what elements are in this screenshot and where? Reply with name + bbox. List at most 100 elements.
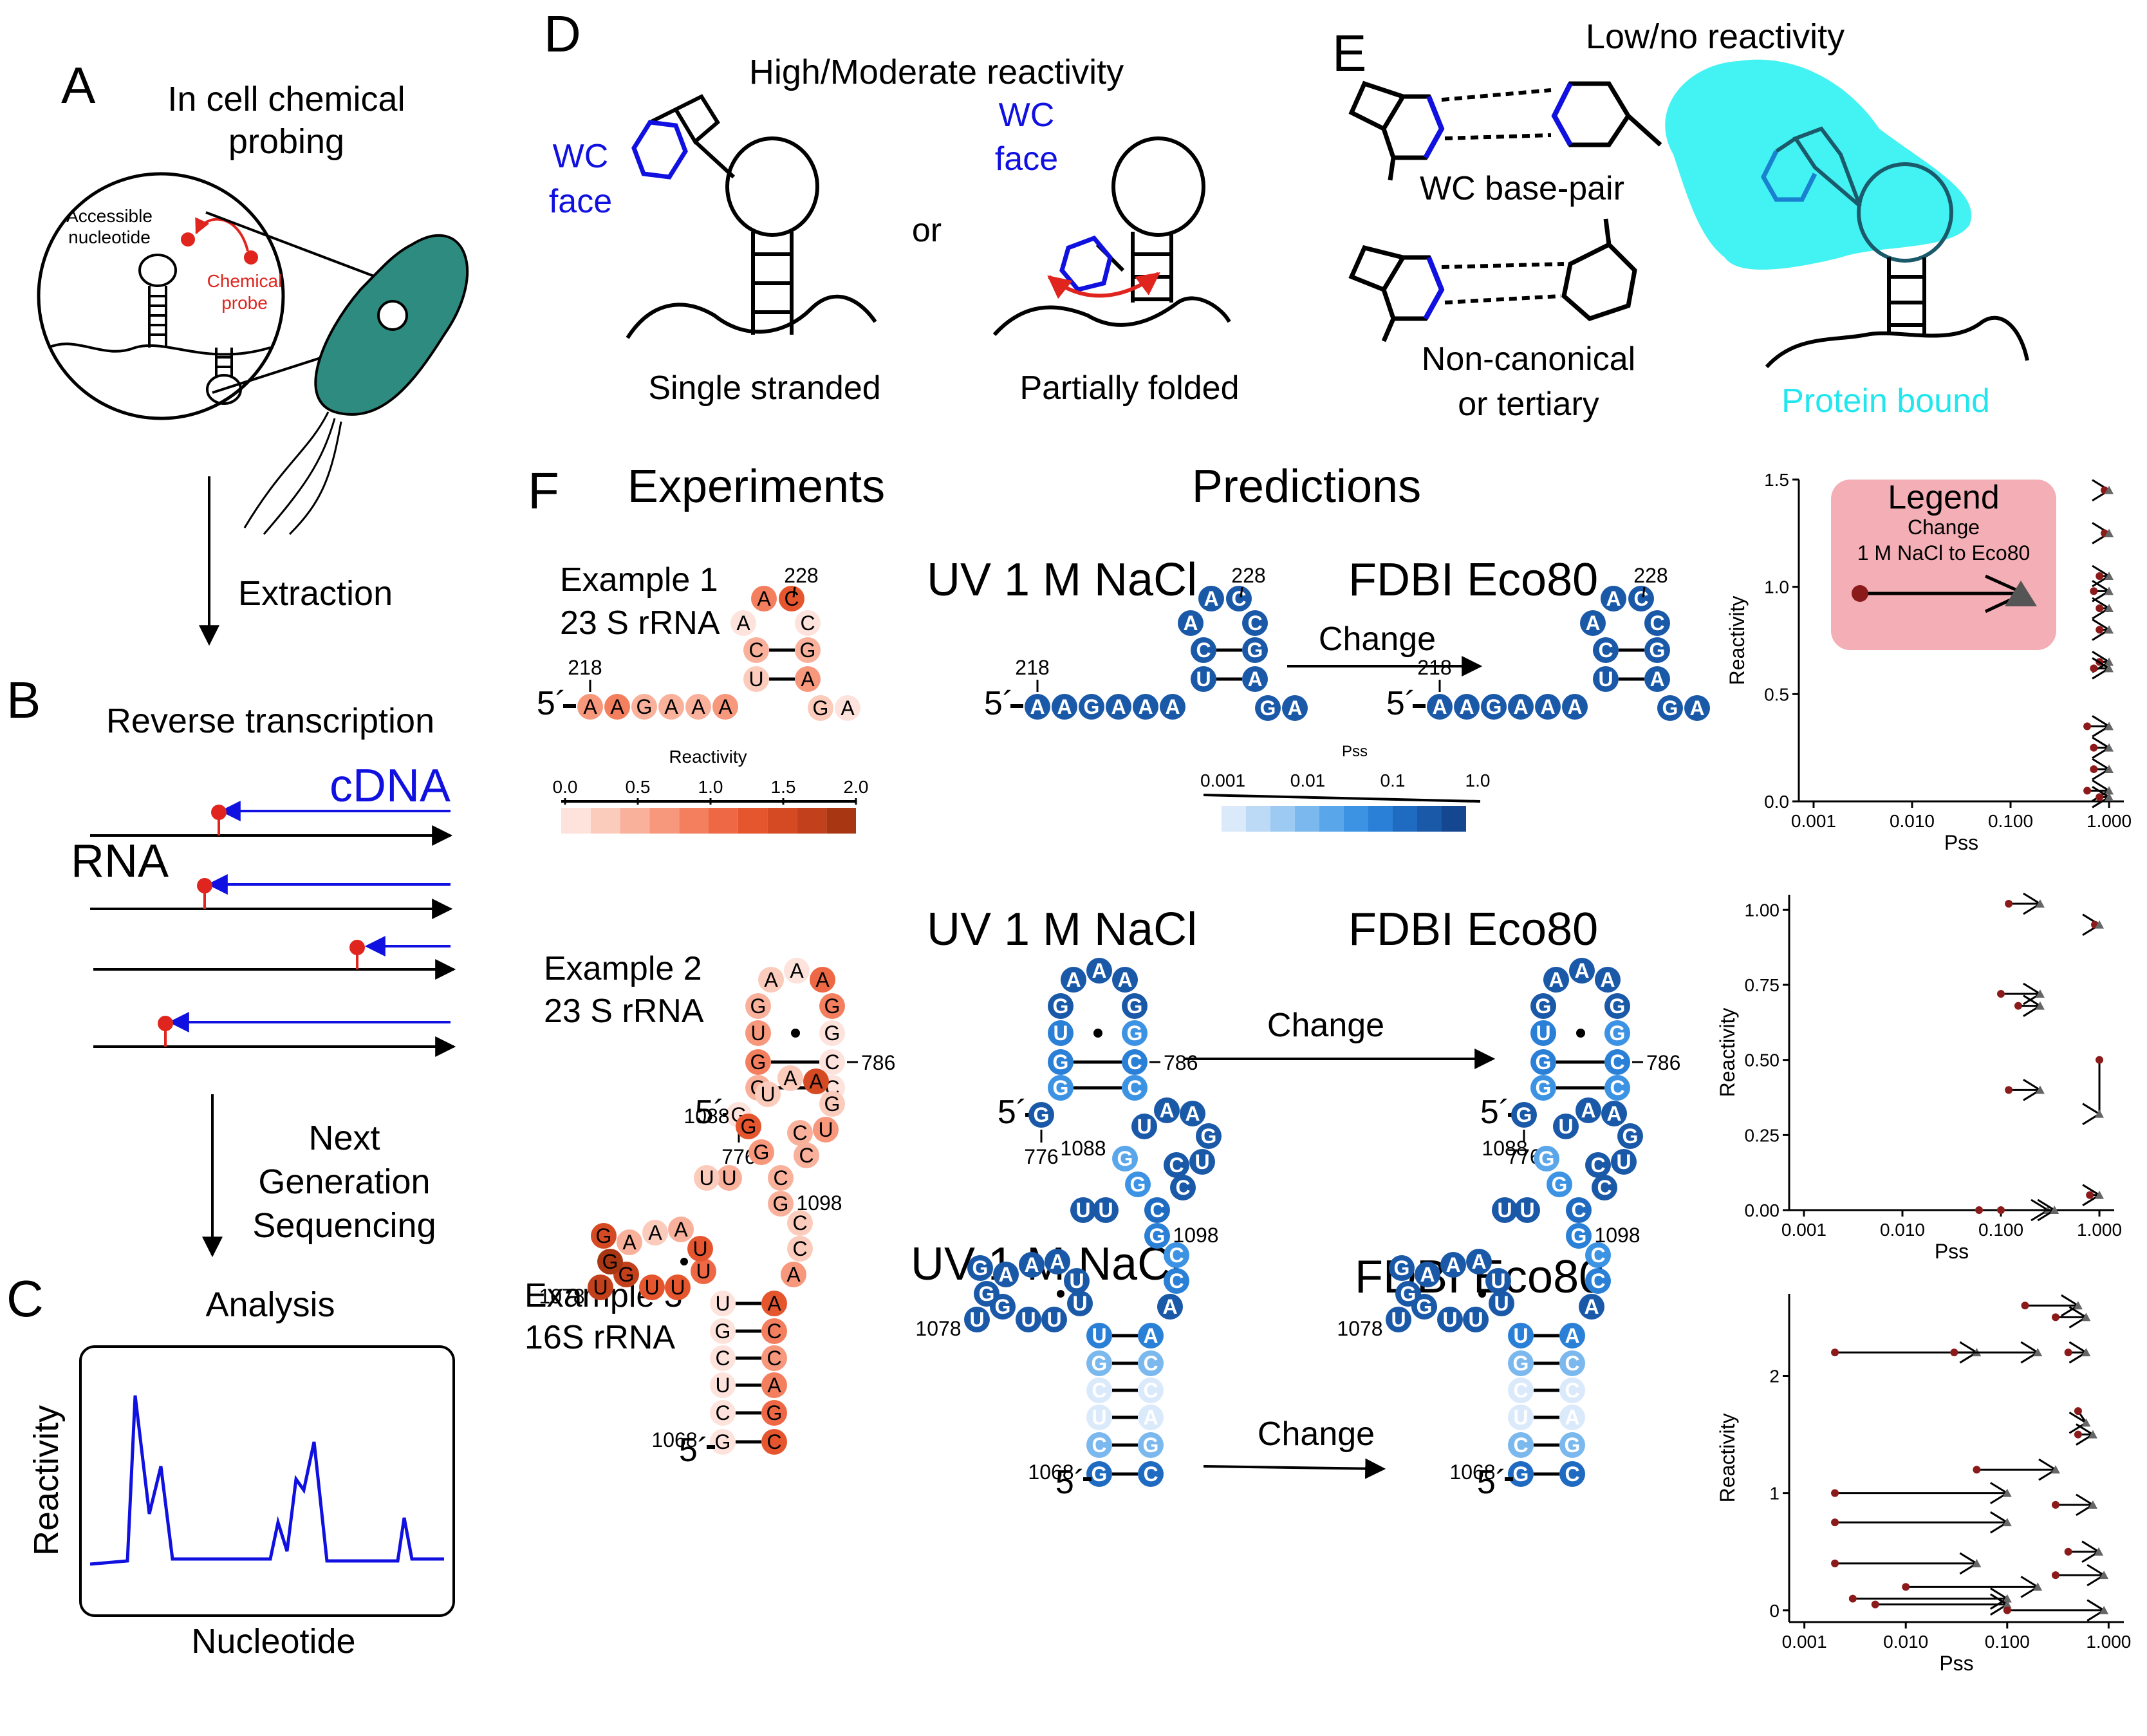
ex3-stem-left: C bbox=[1513, 1433, 1528, 1457]
ex1-hairpin-nucleotide: G bbox=[1650, 639, 1666, 662]
ex3-loop: A bbox=[1606, 1102, 1621, 1125]
data-point-end bbox=[2035, 1001, 2045, 1010]
reactivity-color-cell bbox=[620, 808, 650, 834]
ex3-left-arm: G bbox=[972, 1256, 989, 1280]
ex1-hairpin-nucleotide-circle bbox=[779, 586, 804, 611]
ex2-nucleotide-circle bbox=[745, 1049, 771, 1075]
ex3-stem-left-circle bbox=[1508, 1350, 1534, 1376]
ex3-stem-right: C bbox=[1143, 1352, 1158, 1375]
ex3-stem-right: A bbox=[1143, 1406, 1158, 1429]
ex3-stem-left: C bbox=[1513, 1379, 1528, 1402]
x-tick-label: 0.100 bbox=[1978, 1220, 2023, 1240]
ex3-right-arm-circle bbox=[787, 1210, 813, 1236]
wc-face-1-a: WC bbox=[553, 138, 609, 175]
ex2-nucleotide-circle bbox=[1530, 993, 1556, 1019]
example-3-change-arrow bbox=[1203, 1458, 1386, 1479]
ex1-tail-nucleotide: G bbox=[637, 695, 653, 718]
ex2-nucleotide: G bbox=[1034, 1103, 1050, 1126]
ex1-hairpin-nucleotide-circle bbox=[1593, 666, 1619, 692]
ex3-left-arm-circle bbox=[1389, 1255, 1415, 1281]
pss-color-cell bbox=[1368, 806, 1393, 832]
ex2-nucleotide: G bbox=[1053, 994, 1069, 1018]
ex3-stem-right: C bbox=[1143, 1379, 1158, 1402]
ex3-stem-left-circle bbox=[710, 1372, 736, 1398]
ex3-stem-right: C bbox=[767, 1347, 781, 1370]
ex3-stem-right: A bbox=[1565, 1324, 1579, 1347]
ex1-tail-nucleotide: G bbox=[1084, 695, 1100, 718]
data-point-start bbox=[2021, 1302, 2029, 1310]
ex3-loop: U bbox=[1558, 1115, 1573, 1138]
ex3-right-arm: U bbox=[721, 1166, 736, 1190]
panel-a-title-1: In cell chemical bbox=[167, 80, 405, 118]
ex1-tail-g: G bbox=[813, 696, 829, 720]
ex3-stem-right-circle bbox=[1138, 1323, 1164, 1349]
ex1-tail-nucleotide: A bbox=[1459, 695, 1474, 718]
index-tick bbox=[792, 586, 796, 598]
ex1-tail-nucleotide-circle bbox=[1562, 694, 1588, 720]
ex3-stem-right-circle bbox=[1559, 1432, 1585, 1458]
noncanonical-label-1: Non-canonical bbox=[1422, 341, 1635, 378]
ex3-loop: G bbox=[824, 1092, 841, 1115]
ex2-nucleotide-circle bbox=[1543, 967, 1569, 993]
ex1-tail-nucleotide: A bbox=[1432, 695, 1447, 718]
example-1: Example 1 23 S rRNA UV 1 M NaCl FDBI Eco… bbox=[537, 554, 1710, 722]
ex3-left-arm-circle bbox=[1067, 1291, 1093, 1316]
data-point-end bbox=[2035, 899, 2045, 908]
ex3-loop-circle bbox=[1154, 1097, 1180, 1123]
wobble-dot bbox=[1576, 1029, 1585, 1038]
ex3-right-arm-circle bbox=[1144, 1223, 1170, 1249]
index-label: 1078 bbox=[539, 1285, 584, 1308]
index-label: 1078 bbox=[915, 1317, 961, 1340]
ex1-hairpin-nucleotide-circle bbox=[1644, 610, 1670, 636]
data-point-end bbox=[2105, 572, 2114, 580]
ex3-loop-circle bbox=[1189, 1149, 1215, 1175]
data-point-end bbox=[2081, 1418, 2091, 1427]
ex3-stem-right: C bbox=[1565, 1352, 1579, 1375]
ex1-hairpin-nucleotide: U bbox=[748, 667, 763, 691]
ex3-stem-left: U bbox=[1092, 1406, 1106, 1429]
ex3-left-arm: U bbox=[593, 1276, 608, 1299]
ex1-hairpin-nucleotide-circle bbox=[1628, 586, 1654, 611]
ex1-tail-nucleotide-circle bbox=[1079, 694, 1104, 720]
panel-a: A In cell chemical probing Accessible nu… bbox=[37, 57, 469, 646]
five-prime-label: 5´ bbox=[1386, 685, 1416, 722]
data-point-start bbox=[2074, 1407, 2082, 1415]
ex2-nucleotide: C bbox=[1610, 1076, 1624, 1099]
ex3-stem-right-circle bbox=[761, 1429, 787, 1455]
ex2-nucleotide: A bbox=[764, 968, 778, 991]
ex3-stem-left-circle bbox=[1086, 1461, 1112, 1487]
ex3-loop-circle bbox=[813, 1117, 839, 1143]
ex3-stem-left-circle bbox=[1086, 1432, 1112, 1458]
ex3-left-arm: G bbox=[596, 1224, 612, 1247]
ex3-left-arm: A bbox=[648, 1221, 662, 1244]
ex3-right-arm: G bbox=[1539, 1147, 1555, 1170]
index-label: 786 bbox=[1646, 1051, 1680, 1074]
ex3-loop: U bbox=[1616, 1150, 1631, 1173]
ex3-stem-right-circle bbox=[761, 1318, 787, 1344]
ex3-loop-circle bbox=[1575, 1097, 1601, 1123]
data-point-end bbox=[2105, 792, 2114, 801]
ex2-nucleotide: A bbox=[1117, 968, 1132, 991]
ex3-stem-left-circle bbox=[1508, 1323, 1534, 1349]
ex2-nucleotide-circle bbox=[758, 967, 784, 993]
data-point-end bbox=[2094, 1547, 2104, 1556]
data-point-end bbox=[2002, 1488, 2012, 1497]
reactivity-color-cell bbox=[649, 808, 680, 834]
ex3-stem-left: C bbox=[715, 1401, 730, 1424]
ex1-tail-nucleotide: A bbox=[1513, 695, 1528, 718]
ex2-nucleotide: C bbox=[1127, 1050, 1142, 1074]
ex3-stem-right: A bbox=[1565, 1406, 1579, 1429]
ex3-right-arm: G bbox=[1117, 1147, 1133, 1170]
wobble-dot bbox=[1093, 1029, 1102, 1038]
five-prime-label: 5´ bbox=[679, 1432, 709, 1469]
ex3-stem-right-circle bbox=[1138, 1405, 1164, 1430]
x-axis-label: Pss bbox=[1935, 1240, 1969, 1263]
ex3-stem-left: C bbox=[715, 1347, 730, 1370]
data-point-start bbox=[2090, 664, 2098, 673]
example-2-label-1: Example 2 bbox=[544, 950, 702, 987]
index-label: 1078 bbox=[1337, 1317, 1382, 1340]
ex1-hairpin-nucleotide: A bbox=[1204, 587, 1218, 610]
ex1-hairpin-nucleotide: G bbox=[800, 639, 816, 662]
index-label: 1068 bbox=[1449, 1461, 1495, 1484]
